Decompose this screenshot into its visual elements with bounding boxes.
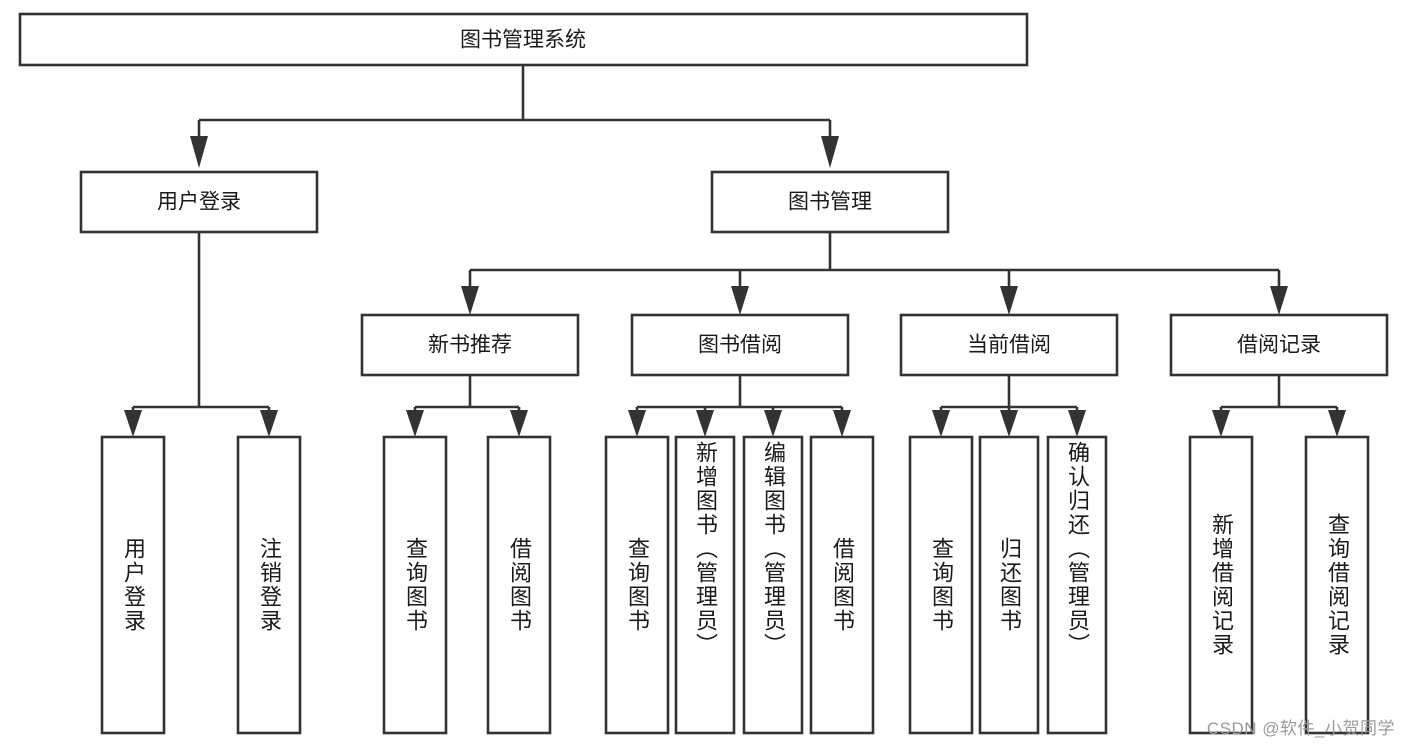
arrow-head-leaf-user-logout <box>260 410 278 437</box>
node-leaf-return-book-box[interactable] <box>978 435 1040 735</box>
node-new-book-recommend-label: 新书推荐 <box>428 334 512 357</box>
connector-new-book-to-leaves <box>406 375 528 437</box>
node-leaf-query-book-3-box[interactable] <box>908 435 974 735</box>
connector-book-borrow-to-leaves <box>628 375 851 437</box>
node-leaf-borrow-book-2-box[interactable] <box>809 435 875 735</box>
arrow-head-leaf-edit-book <box>764 410 782 437</box>
node-book-manage-label: 图书管理 <box>788 191 872 214</box>
arrow-head-leaf-user-login <box>124 410 142 437</box>
connector-current-borrow-to-leaves <box>932 375 1086 437</box>
arrow-head-leaf-query-record <box>1328 410 1346 437</box>
node-leaf-user-login-box[interactable] <box>100 435 166 735</box>
arrow-head-leaf-add-record <box>1212 410 1230 437</box>
node-new-book-recommend-box[interactable] <box>360 313 580 377</box>
connector-root-to-level2 <box>190 65 839 168</box>
node-leaf-query-book-1-box[interactable] <box>382 435 448 735</box>
node-leaf-edit-book-box[interactable] <box>742 435 804 735</box>
connector-user-login-to-leaves <box>124 232 278 437</box>
node-book-manage-box[interactable] <box>710 170 950 234</box>
connector-borrow-record-to-leaves <box>1212 375 1346 437</box>
node-leaf-add-record-box[interactable] <box>1188 435 1254 735</box>
node-borrow-record-label: 借阅记录 <box>1237 334 1321 357</box>
csdn-watermark: CSDN @软件_小贺同学 <box>1206 719 1395 738</box>
node-user-login[interactable]: 用户登录 <box>79 170 319 234</box>
node-leaf-add-book-box[interactable] <box>674 435 736 735</box>
arrow-head-leaf-borrow-book-2 <box>833 410 851 437</box>
arrow-head-current-borrow <box>1000 286 1018 315</box>
node-root-label: 图书管理系统 <box>460 29 586 52</box>
arrow-head-book-manage <box>821 136 839 168</box>
node-book-borrow-label: 图书借阅 <box>698 334 782 357</box>
node-leaf-user-logout-box[interactable] <box>236 435 302 735</box>
node-leaf-confirm-return-box[interactable] <box>1046 435 1108 735</box>
arrow-head-leaf-query-book-2 <box>628 410 646 437</box>
node-new-book-recommend[interactable]: 新书推荐 <box>360 313 580 377</box>
node-user-login-box[interactable] <box>79 170 319 234</box>
node-book-borrow-box[interactable] <box>630 313 850 377</box>
arrow-head-leaf-confirm-return <box>1068 410 1086 437</box>
node-root[interactable]: 图书管理系统 <box>18 12 1029 67</box>
arrow-head-leaf-query-book-1 <box>406 410 424 437</box>
node-book-borrow[interactable]: 图书借阅 <box>630 313 850 377</box>
connector-book-manage-to-level3 <box>461 232 1288 315</box>
node-leaf-query-book-2-box[interactable] <box>604 435 670 735</box>
arrow-head-leaf-return-book <box>1000 410 1018 437</box>
arrow-head-user-login <box>190 136 208 168</box>
arrow-head-new-book-recommend <box>461 286 479 315</box>
arrow-head-book-borrow <box>731 286 749 315</box>
node-current-borrow-label: 当前借阅 <box>967 334 1051 357</box>
node-leaf-query-record-box[interactable] <box>1304 435 1370 735</box>
arrow-head-borrow-record <box>1270 286 1288 315</box>
node-root-box[interactable] <box>18 12 1029 67</box>
arrow-head-leaf-add-book <box>696 410 714 437</box>
node-borrow-record[interactable]: 借阅记录 <box>1169 313 1389 377</box>
node-book-manage[interactable]: 图书管理 <box>710 170 950 234</box>
node-current-borrow[interactable]: 当前借阅 <box>899 313 1119 377</box>
arrow-head-leaf-borrow-book-1 <box>510 410 528 437</box>
node-current-borrow-box[interactable] <box>899 313 1119 377</box>
node-leaf-borrow-book-1-box[interactable] <box>486 435 552 735</box>
node-borrow-record-box[interactable] <box>1169 313 1389 377</box>
arrow-head-leaf-query-book-3 <box>932 410 950 437</box>
node-user-login-label: 用户登录 <box>157 191 241 214</box>
